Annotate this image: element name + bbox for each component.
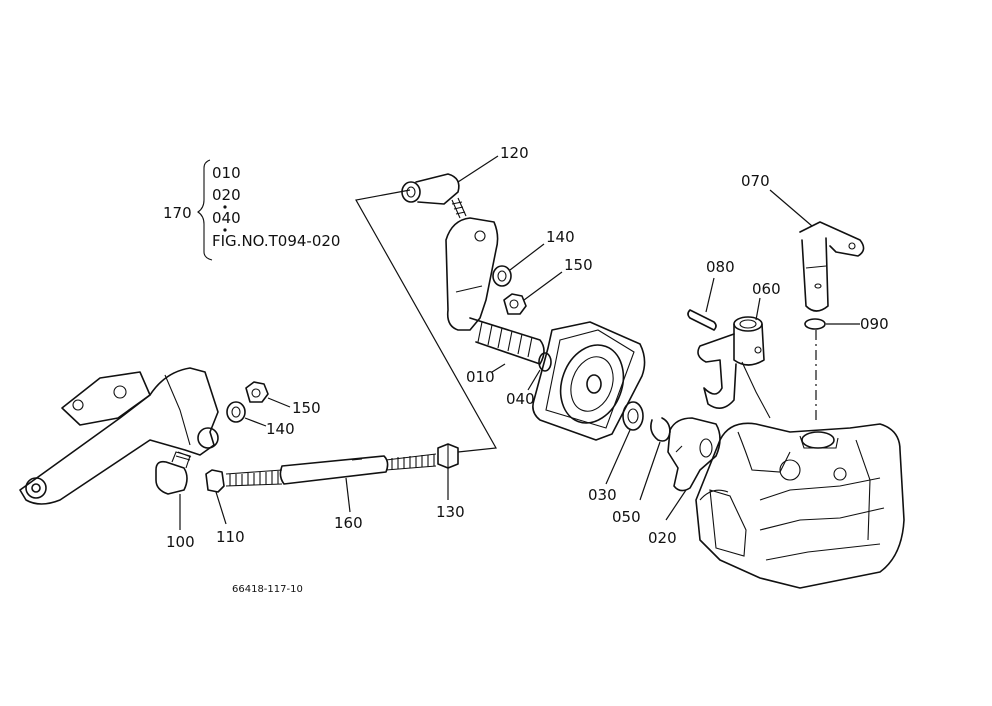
label-060: 060 <box>752 280 781 298</box>
label-080: 080 <box>706 258 735 276</box>
shaft-070 <box>799 221 865 312</box>
label-110: 110 <box>216 528 245 546</box>
group-bracket <box>197 159 213 261</box>
label-040-upper: 040 <box>506 390 535 408</box>
leader-120 <box>457 155 499 183</box>
label-130: 130 <box>436 503 465 521</box>
nut-150-left <box>245 381 269 403</box>
ball-joint-100 <box>155 451 192 495</box>
assembly-link-line <box>355 189 497 453</box>
nut-110 <box>205 469 225 493</box>
leader-080 <box>705 277 715 313</box>
label-100: 100 <box>166 533 195 551</box>
leader-070 <box>769 189 813 227</box>
group-fig-reference: FIG.NO.T094-020 <box>212 232 340 250</box>
washer-140-upper <box>492 265 512 287</box>
leader-150-upper <box>523 271 563 301</box>
label-150-left: 150 <box>292 399 321 417</box>
leader-140-upper <box>509 243 545 271</box>
leader-140-left <box>244 417 267 427</box>
label-150-upper: 150 <box>564 256 593 274</box>
assembly-group-170: 170 010 020 040 FIG.NO.T094-020 <box>163 159 340 261</box>
washer-140-left <box>226 401 246 423</box>
o-ring-040-upper <box>538 352 552 372</box>
label-030: 030 <box>588 486 617 504</box>
ball-joint-120 <box>401 173 467 219</box>
leader-010 <box>491 363 506 373</box>
label-050: 050 <box>612 508 641 526</box>
leader-040-upper <box>527 369 541 391</box>
label-170: 170 <box>163 204 192 222</box>
cover-plate <box>532 321 646 441</box>
transmission-housing <box>695 422 905 589</box>
cam-020 <box>667 417 721 492</box>
label-160: 160 <box>334 514 363 532</box>
label-090: 090 <box>860 315 889 333</box>
group-item-2: 020 <box>212 186 241 204</box>
snap-ring-050 <box>650 417 671 442</box>
leader-030 <box>605 429 631 485</box>
nut-130 <box>437 443 459 469</box>
leader-050 <box>639 441 661 501</box>
label-010: 010 <box>466 368 495 386</box>
leader-060 <box>755 297 761 321</box>
leader-020 <box>665 489 687 521</box>
spring-pin-080 <box>687 309 717 331</box>
label-140-left: 140 <box>266 420 295 438</box>
label-070: 070 <box>741 172 770 190</box>
label-020: 020 <box>648 529 677 547</box>
label-120: 120 <box>500 144 529 162</box>
shift-fork-060 <box>697 316 771 419</box>
leader-160 <box>345 477 351 513</box>
leader-150-left <box>267 397 291 408</box>
lever-arm-010 <box>445 217 545 365</box>
lift-arm-bracket <box>19 367 219 505</box>
washer-030 <box>622 401 644 431</box>
drawing-number: 66418-117-10 <box>232 584 303 595</box>
nut-150-upper <box>503 293 527 315</box>
adjusting-rod-160 <box>225 453 437 487</box>
label-140-upper: 140 <box>546 228 575 246</box>
group-item-3: 040 <box>212 209 241 227</box>
leader-110 <box>215 491 227 525</box>
group-item-1: 010 <box>212 164 241 182</box>
separator-dot <box>223 228 227 232</box>
separator-dot <box>223 205 227 209</box>
o-ring-090 <box>804 318 826 330</box>
